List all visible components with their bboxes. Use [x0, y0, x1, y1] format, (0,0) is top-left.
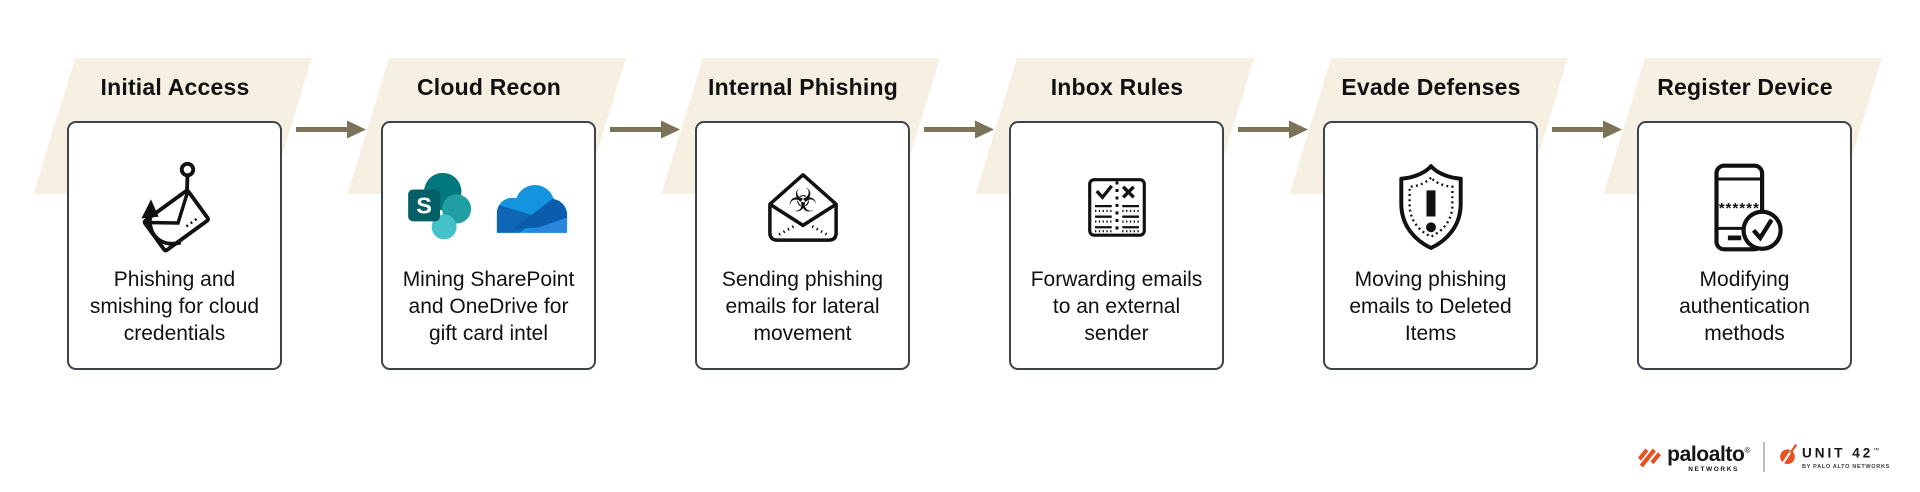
- phone-verified-icon: ******: [1639, 153, 1850, 261]
- phishing-hook-envelope-icon: [69, 153, 280, 261]
- shield-exclamation-icon: [1325, 153, 1536, 261]
- flow-arrow-icon: [609, 120, 681, 139]
- stage-description: Forwarding emails to an external sender: [1030, 268, 1203, 345]
- mail-rules-checklist-icon: [1011, 153, 1222, 261]
- paloalto-networks-subtext: NETWORKS: [1688, 466, 1739, 473]
- unit42-subtext: BY PALO ALTO NETWORKS: [1801, 463, 1890, 470]
- paloalto-networks-logo: paloalto® NETWORKS: [1637, 441, 1750, 473]
- flow-arrow-icon: [1551, 120, 1623, 139]
- stage-internal-phishing: Internal Phishing ☣ Sending phishing ema…: [628, 0, 942, 420]
- stage-title: Register Device: [1657, 74, 1833, 100]
- flow-arrow-icon: [295, 120, 367, 139]
- stage-title: Initial Access: [100, 74, 250, 100]
- stage-title: Inbox Rules: [1050, 74, 1184, 100]
- stage-card: Moving phishing emails to Deleted Items: [1323, 121, 1538, 370]
- stage-title: Evade Defenses: [1341, 74, 1521, 100]
- stage-title: Internal Phishing: [708, 74, 898, 100]
- sharepoint-logo-icon: S: [407, 172, 471, 239]
- unit42-logo: UNIT 42™ BY PALO ALTO NETWORKS: [1778, 444, 1890, 470]
- paloalto-wordmark: paloalto®: [1667, 443, 1750, 466]
- unit42-mark-icon: [1780, 444, 1797, 465]
- stage-evade-defenses: Evade Defenses Moving phishing emails to…: [1256, 0, 1570, 420]
- onedrive-logo-icon: [496, 184, 567, 233]
- stage-card: ☣ Sending phishing emails for lateral mo…: [695, 121, 910, 370]
- stage-description: Modifying authentication methods: [1679, 268, 1810, 345]
- logo-divider: [1762, 442, 1765, 472]
- sharepoint-onedrive-logos: S: [383, 153, 594, 261]
- stage-initial-access: Initial Access Phishing and smishing for…: [0, 0, 314, 420]
- svg-text:S: S: [416, 192, 432, 218]
- paloalto-mark-icon: [1638, 448, 1662, 468]
- stage-card: S: [381, 121, 596, 370]
- svg-text:******: ******: [1718, 200, 1759, 217]
- stage-cloud-recon: Cloud Recon S: [314, 0, 628, 420]
- stage-inbox-rules: Inbox Rules: [942, 0, 1256, 420]
- stage-description: Sending phishing emails for lateral move…: [721, 268, 884, 345]
- stage-description: Phishing and smishing for cloud credenti…: [89, 268, 260, 345]
- svg-text:☣: ☣: [788, 183, 818, 220]
- stage-title: Cloud Recon: [416, 74, 562, 100]
- stage-card: Phishing and smishing for cloud credenti…: [67, 121, 282, 370]
- flow-arrow-icon: [1237, 120, 1309, 139]
- stage-card: ****** Modifying authentication methods: [1637, 121, 1852, 370]
- stage-description: Mining SharePoint and OneDrive for gift …: [402, 268, 575, 345]
- flow-arrow-icon: [923, 120, 995, 139]
- stage-card: Forwarding emails to an external sender: [1009, 121, 1224, 370]
- stage-register-device: Register Device ****** Modifying authent…: [1570, 0, 1884, 420]
- unit42-wordmark: UNIT 42™: [1801, 445, 1883, 461]
- biohazard-envelope-icon: ☣: [697, 153, 908, 261]
- stage-description: Moving phishing emails to Deleted Items: [1349, 268, 1512, 345]
- footer-branding: paloalto® NETWORKS UNIT 42™ BY PALO ALTO…: [1637, 441, 1890, 473]
